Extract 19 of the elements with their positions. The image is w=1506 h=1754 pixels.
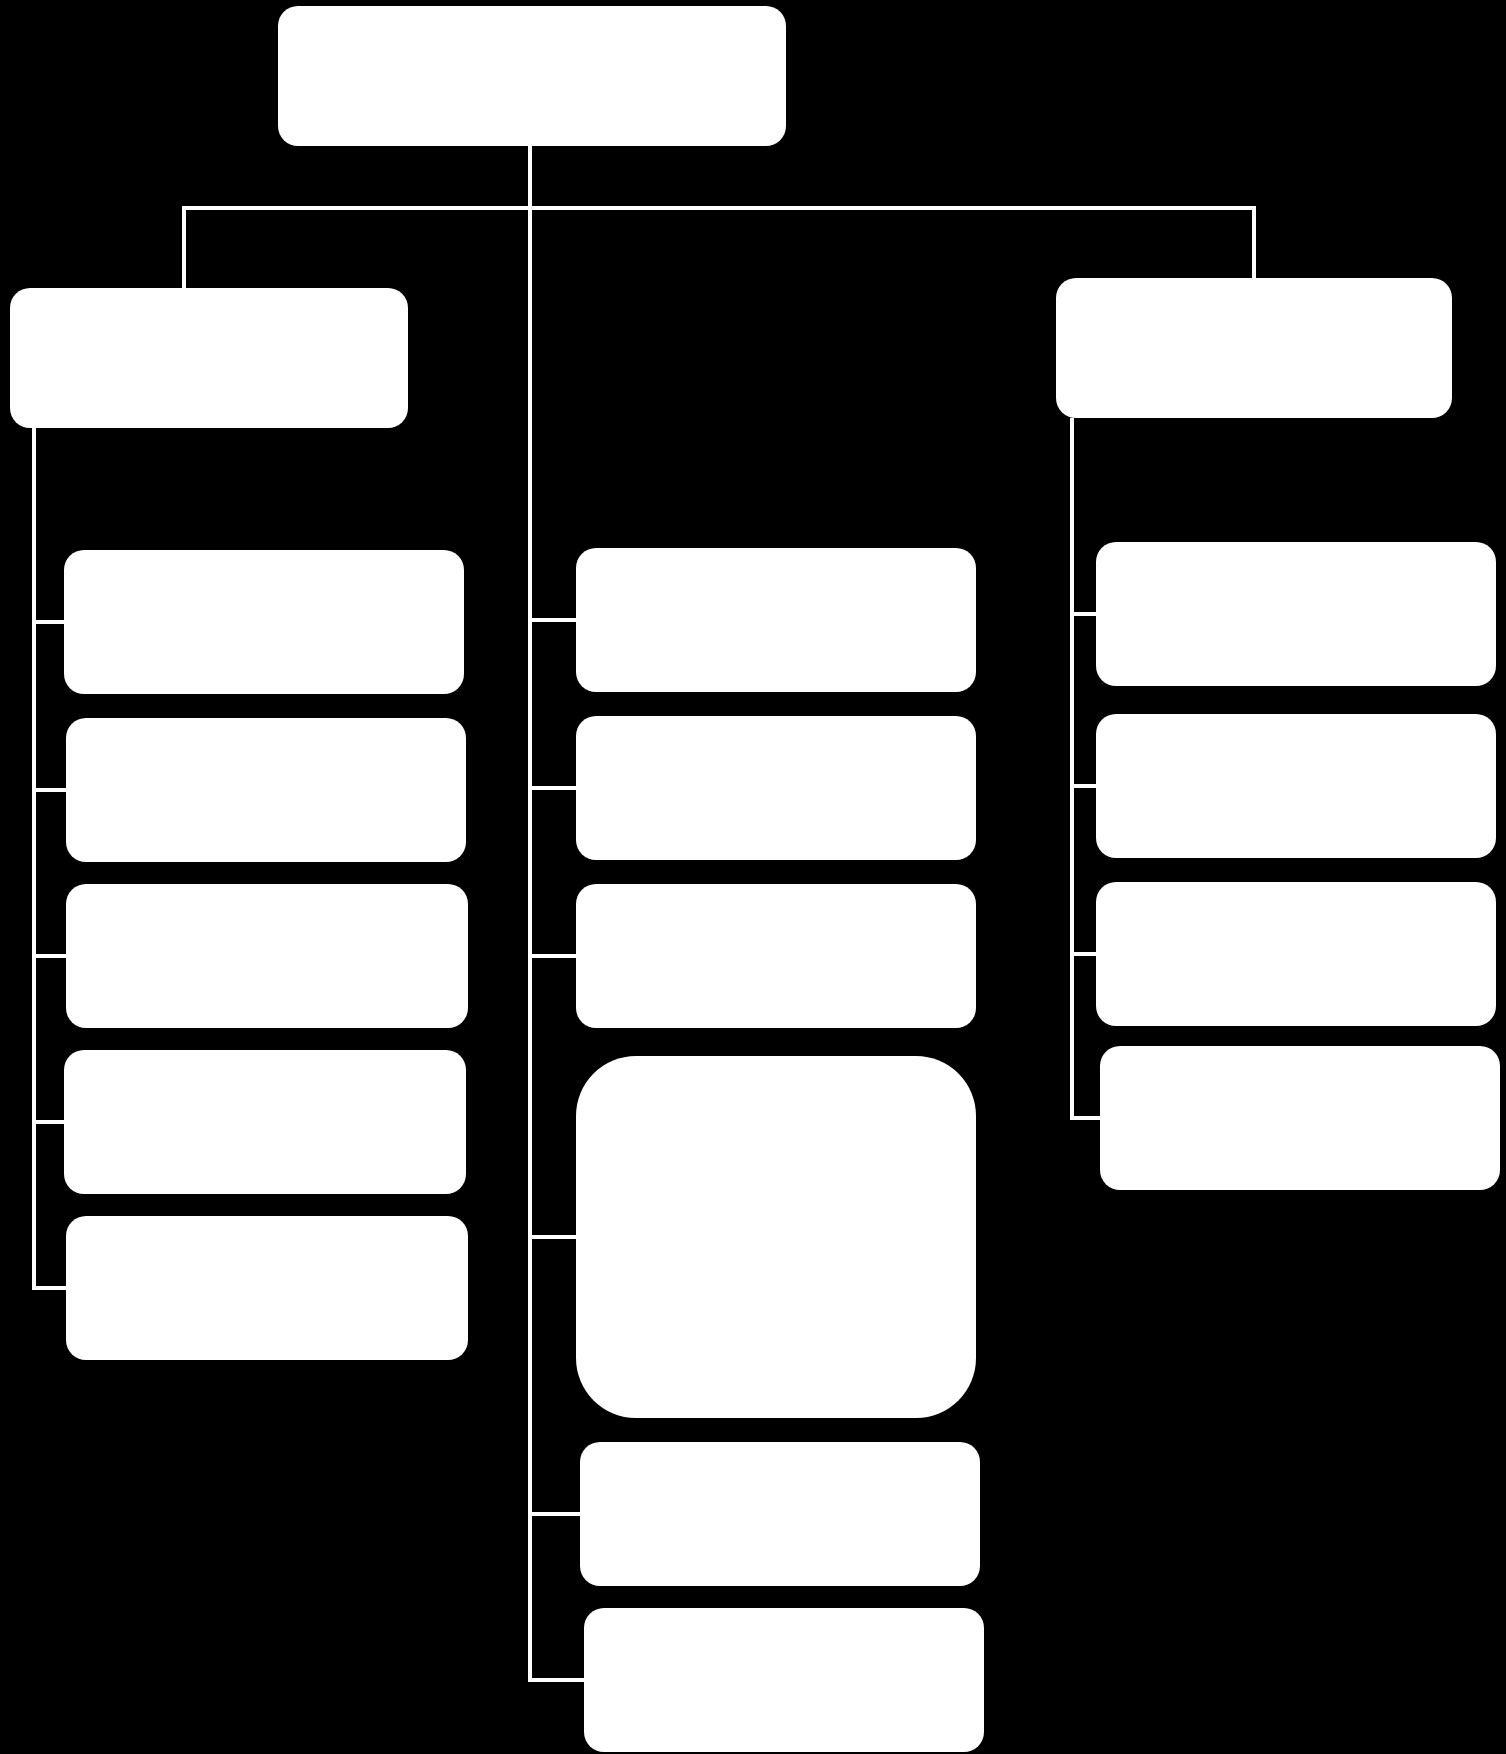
blank-box [64, 550, 464, 694]
blank-box [10, 288, 408, 428]
blank-box [64, 1050, 466, 1194]
blank-box [1096, 882, 1496, 1026]
blank-box [66, 884, 468, 1028]
blank-box [1056, 278, 1452, 418]
blank-box [576, 1056, 976, 1418]
blank-box [278, 6, 786, 146]
blank-box [1100, 1046, 1500, 1190]
blank-box [584, 1608, 984, 1752]
connector-line [1070, 418, 1100, 1120]
blank-box [576, 884, 976, 1028]
blank-box [580, 1442, 980, 1586]
blank-box [1096, 542, 1496, 686]
blank-box [66, 718, 466, 862]
blank-box [1096, 714, 1496, 858]
blank-box [576, 548, 976, 692]
blank-box [66, 1216, 468, 1360]
blank-box [576, 716, 976, 860]
